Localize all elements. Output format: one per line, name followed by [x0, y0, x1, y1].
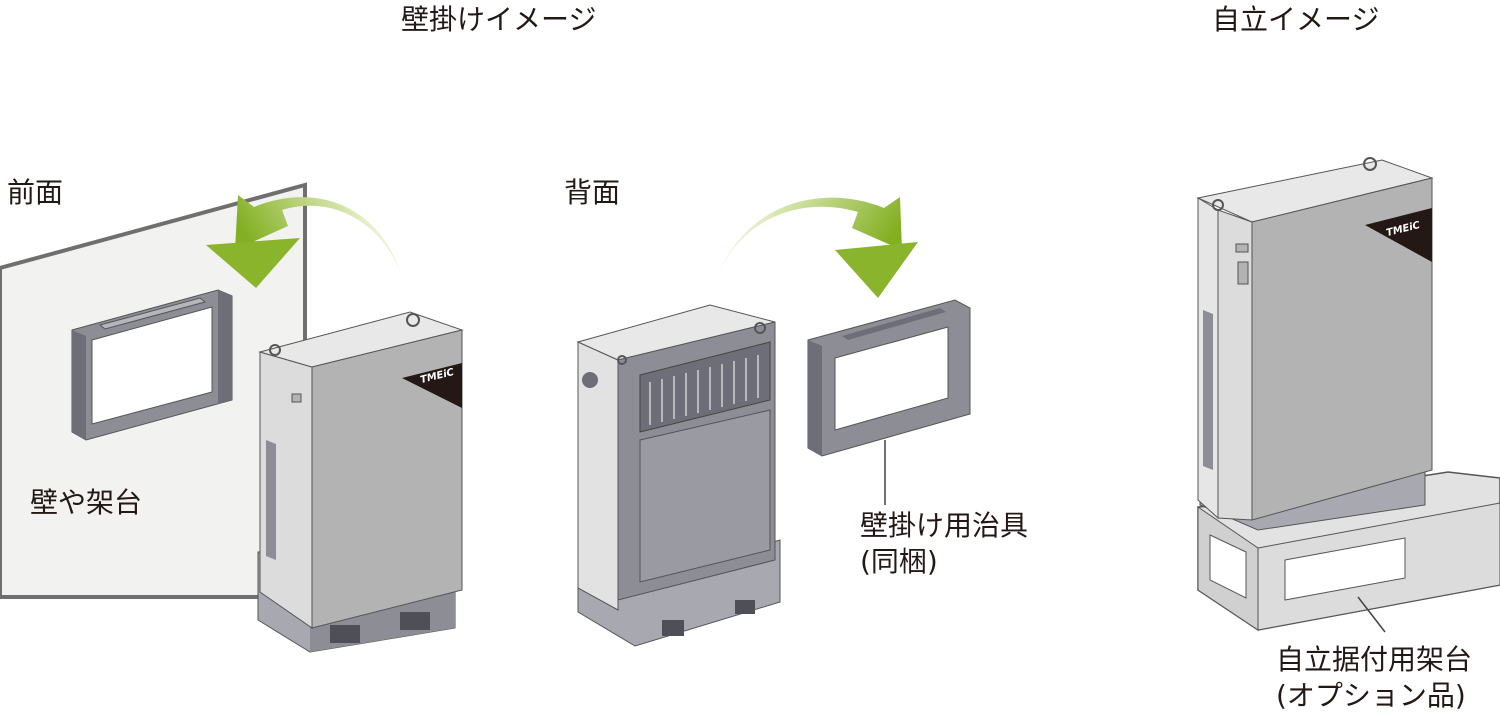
cabinet-front-view	[257, 311, 464, 653]
bracket-label-line1: 壁掛け用治具	[860, 509, 1029, 542]
wall-mount-heading: 壁掛けイメージ	[401, 3, 597, 36]
back-view-label: 背面	[564, 176, 621, 209]
stand-leader-line	[1357, 596, 1386, 633]
cabinet-standalone	[1196, 157, 1500, 631]
cabinet-back-view	[576, 304, 781, 647]
wall-bracket-loose	[807, 299, 971, 457]
bracket-label-line2: (同梱)	[860, 545, 938, 578]
standalone-heading: 自立イメージ	[1212, 3, 1380, 36]
move-arrow-right	[718, 197, 918, 298]
wall-bracket-mounted	[71, 289, 233, 441]
move-arrow-left	[206, 195, 400, 288]
stand-label-line1: 自立据付用架台	[1276, 643, 1473, 676]
front-view-label: 前面	[7, 176, 64, 209]
stand-label-line2: (オプション品)	[1276, 679, 1466, 712]
wall-label: 壁や架台	[30, 486, 143, 519]
